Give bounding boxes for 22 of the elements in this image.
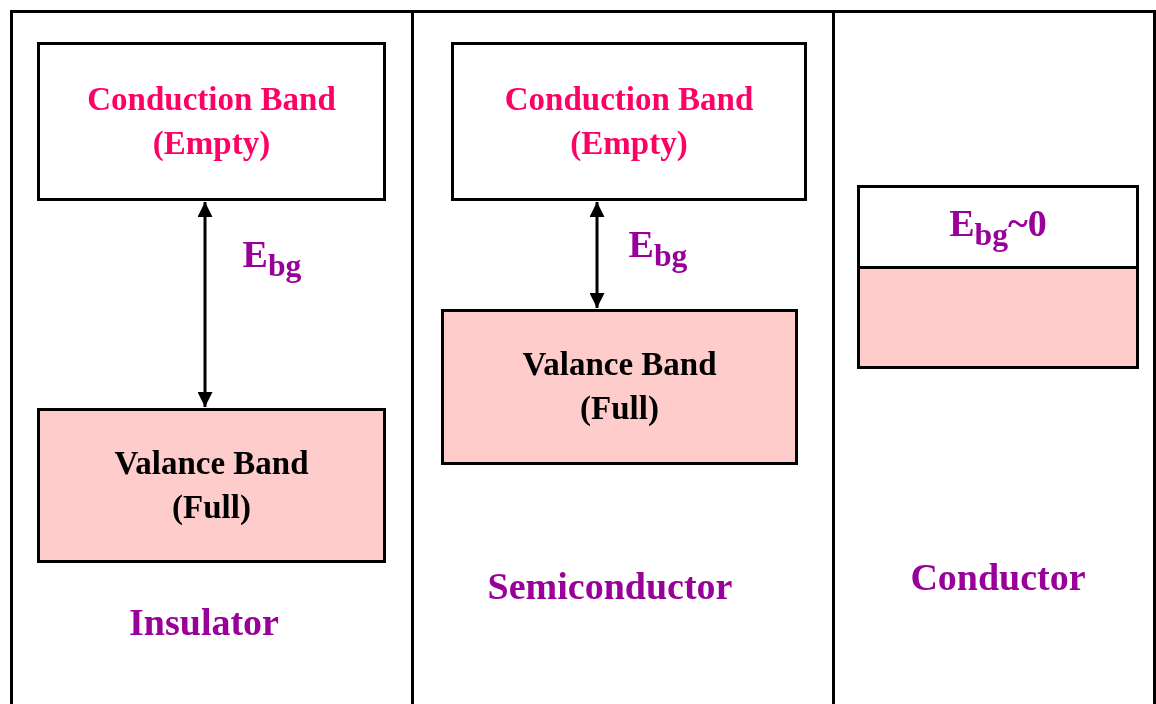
band-label: (Empty): [152, 123, 271, 163]
energy-band-box: [37, 42, 386, 201]
filled-band-box: [857, 266, 1139, 369]
band-label: Valance Band: [522, 345, 717, 385]
double-arrow: [197, 202, 213, 407]
band-label: (Empty): [570, 123, 688, 163]
energy-band-box: [857, 185, 1139, 269]
band-label: Valance Band: [114, 443, 309, 483]
material-label: Semiconductor: [487, 564, 733, 608]
band-label: (Full): [580, 389, 659, 428]
category-panel: [10, 10, 414, 704]
material-label: Insulator: [129, 600, 279, 644]
category-panel: [832, 10, 1156, 704]
energy-band-box: [451, 42, 807, 201]
band-label: Conduction Band: [87, 79, 336, 119]
band-label: Conduction Band: [504, 79, 754, 119]
band-label: (Full): [172, 487, 251, 527]
energy-band-box: [441, 309, 798, 465]
double-arrow: [589, 202, 605, 308]
band-label: E$_{bg}$~0: [949, 200, 1047, 254]
energy-band-box: [37, 408, 386, 563]
material-label: Conductor: [910, 555, 1086, 599]
